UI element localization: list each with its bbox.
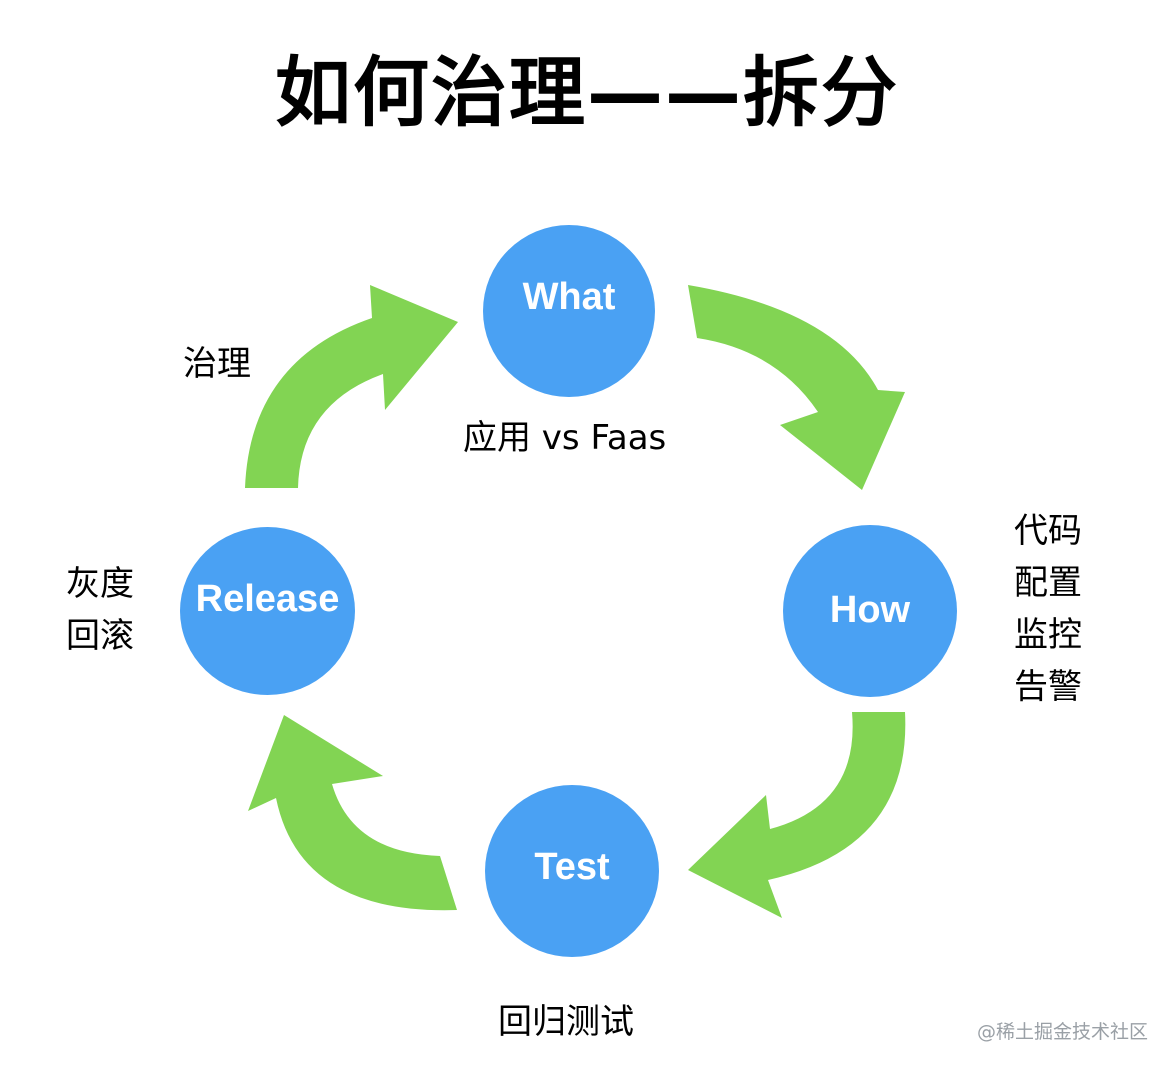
node-test: Test	[485, 785, 659, 957]
annotation-release-line: 灰度	[66, 564, 134, 604]
node-what-label: What	[522, 275, 616, 318]
annotation-test: 回归测试	[498, 1002, 634, 1042]
node-release: Release	[180, 527, 355, 695]
annotation-what: 应用 vs Faas	[463, 418, 667, 458]
arrow-test-to-release	[248, 715, 457, 911]
node-release-label: Release	[195, 577, 340, 620]
annotation-how-line: 配置	[1014, 563, 1082, 603]
diagram-title: 如何治理——拆分	[275, 48, 899, 137]
annotation-release-line: 回滚	[66, 616, 134, 656]
node-how-label: How	[829, 588, 911, 631]
annotation-how-line: 告警	[1014, 667, 1082, 707]
node-how: How	[783, 525, 957, 697]
annotation-how-line: 代码	[1014, 511, 1082, 551]
watermark: @稀土掘金技术社区	[976, 1021, 1148, 1043]
node-what: What	[483, 225, 655, 397]
arrow-release-to-what	[245, 285, 458, 488]
annotation-how: 代码 配置 监控 告警	[1014, 505, 1082, 713]
annotation-release: 灰度 回滚	[66, 558, 134, 662]
annotation-governance: 治理	[183, 344, 251, 384]
arrow-how-to-test	[688, 712, 906, 918]
node-test-label: Test	[534, 845, 610, 888]
arrow-what-to-how	[688, 285, 905, 490]
annotation-how-line: 监控	[1014, 615, 1082, 655]
